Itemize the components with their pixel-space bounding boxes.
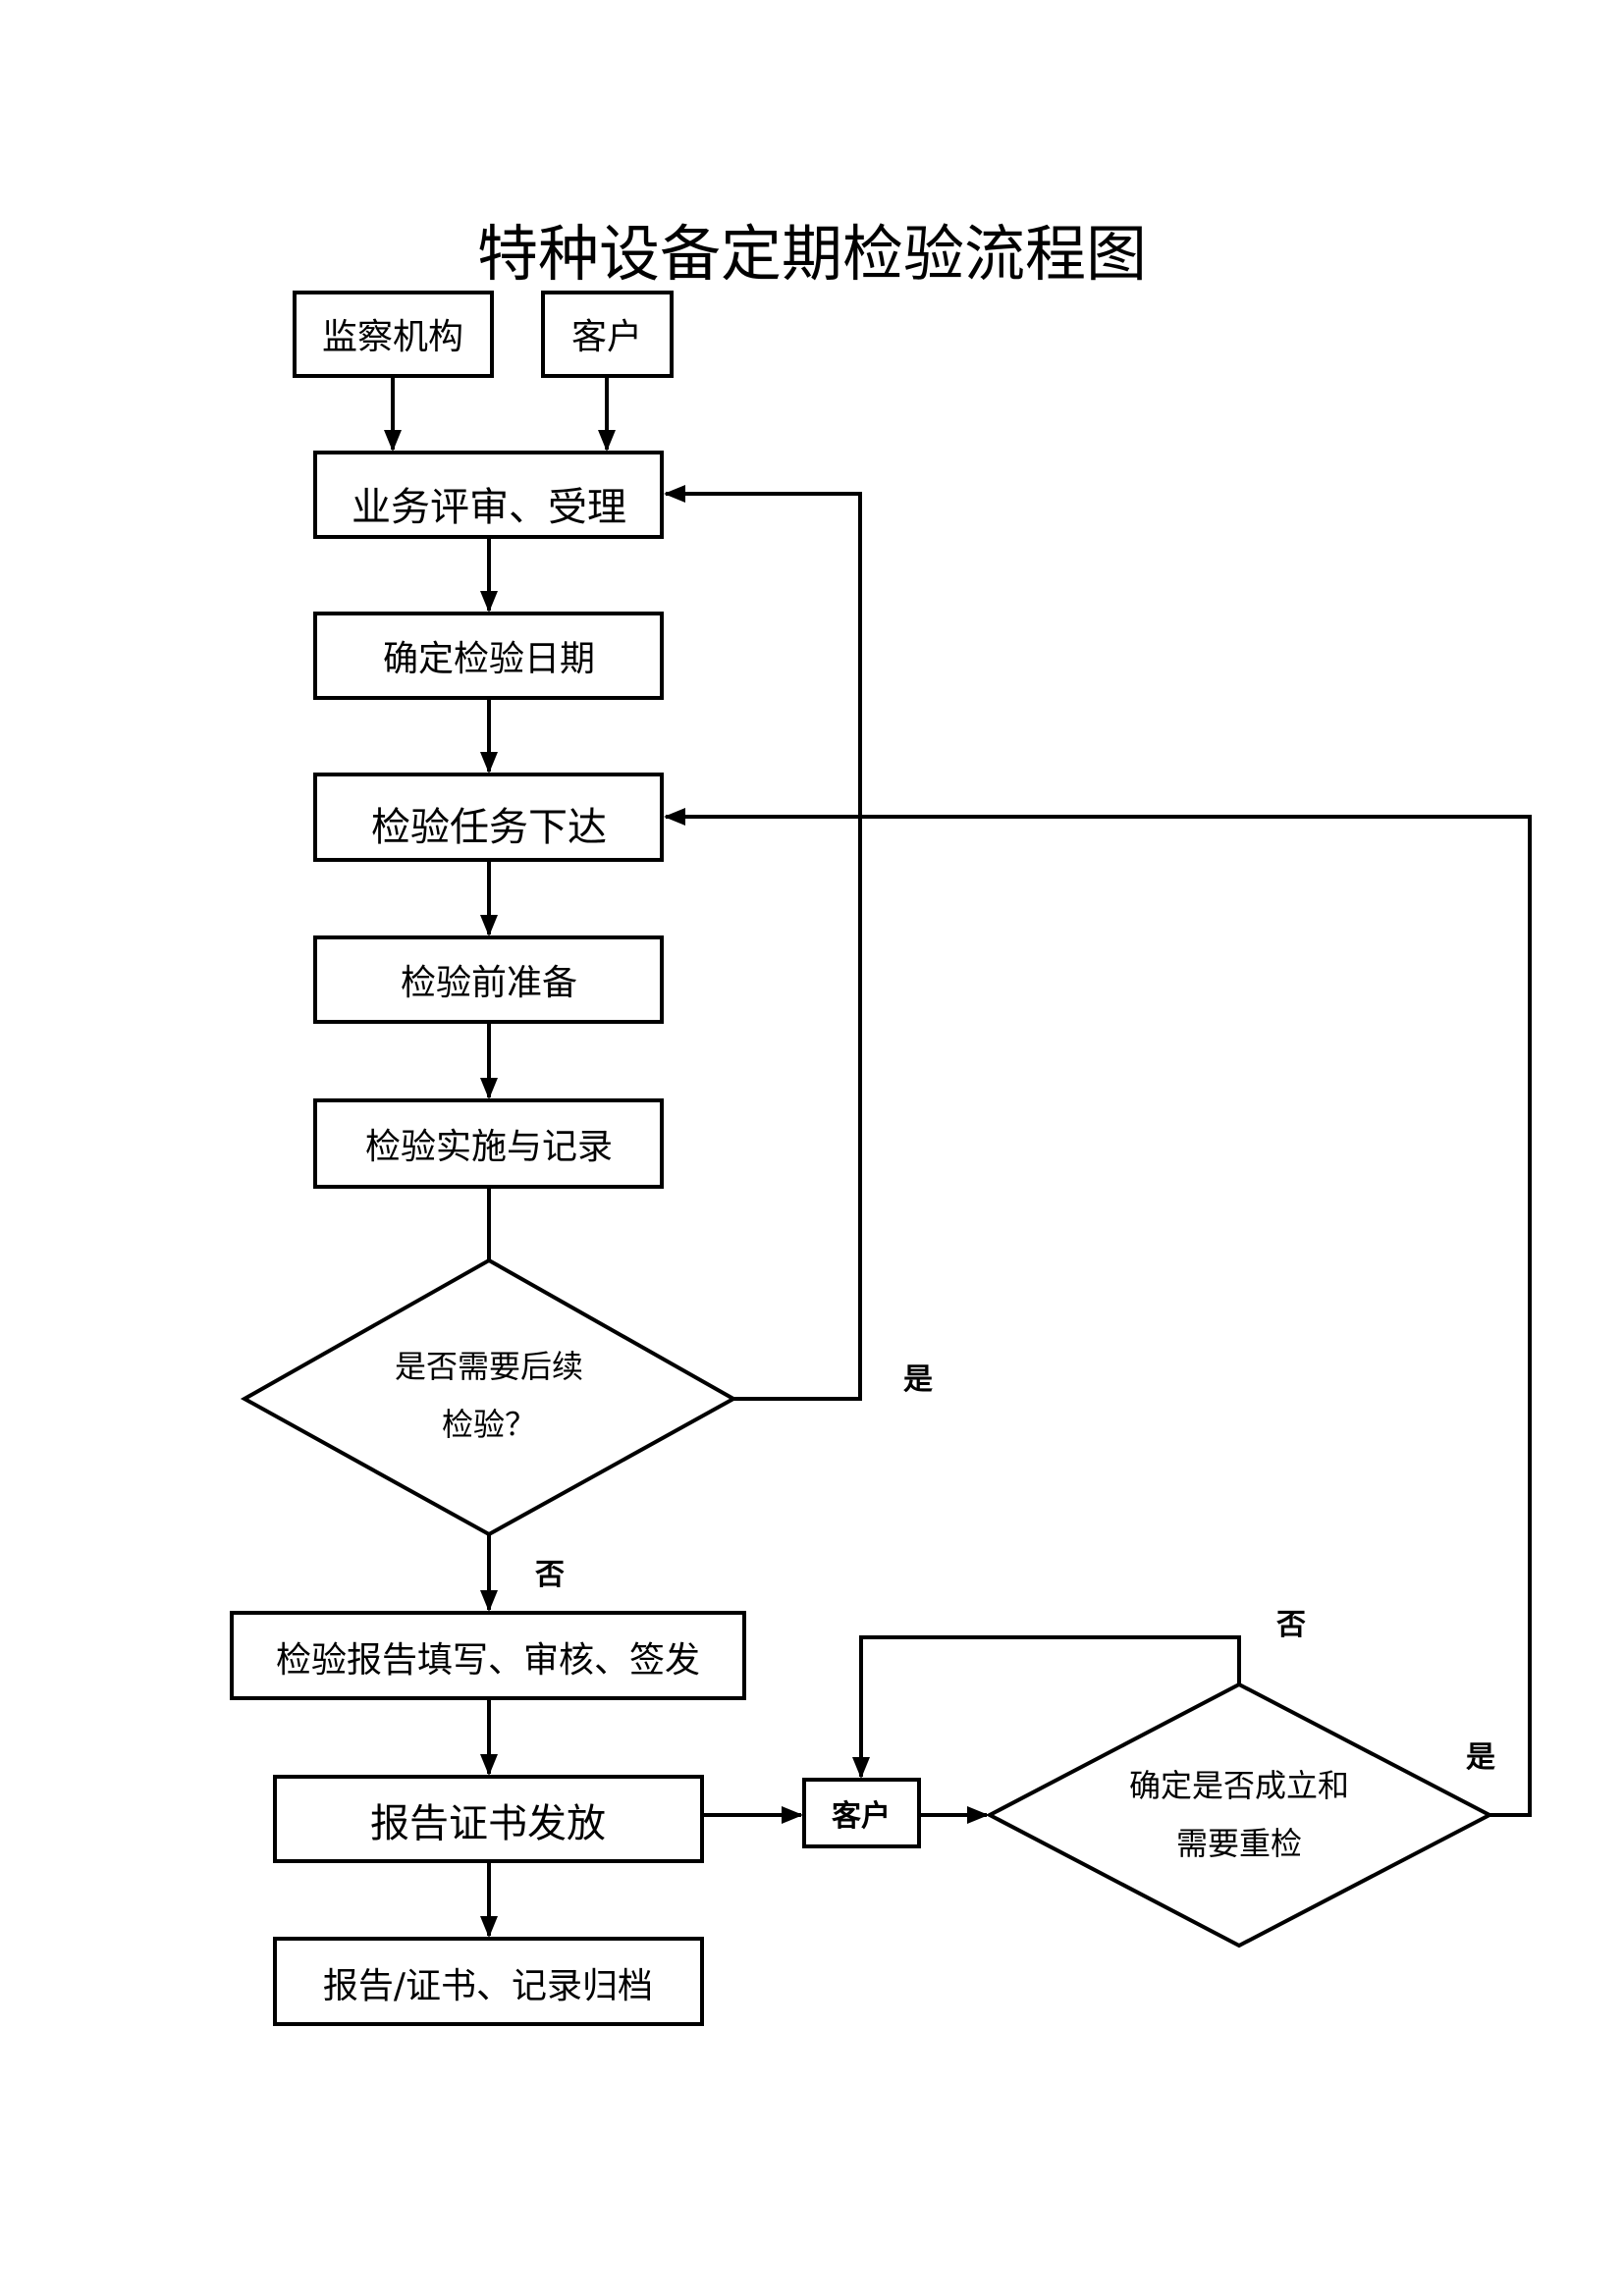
node-decision2: 确定是否成立和 需要重检 <box>985 1682 1494 1949</box>
arrow-decision2-yes-task <box>664 808 1532 1817</box>
node-customer-top: 客户 <box>541 291 674 378</box>
node-date: 确定检验日期 <box>313 612 664 700</box>
label-decision1-no: 否 <box>535 1558 565 1592</box>
node-decision1-line1: 是否需要后续 <box>395 1348 583 1385</box>
node-archive-label: 报告/证书、记录归档 <box>323 1966 653 2006</box>
node-report-label: 检验报告填写、审核、签发 <box>276 1640 700 1681</box>
node-archive: 报告/证书、记录归档 <box>273 1937 704 2026</box>
node-decision2-line1: 确定是否成立和 <box>1129 1767 1349 1804</box>
node-implement-label: 检验实施与记录 <box>365 1127 613 1167</box>
label-decision1-yes: 是 <box>903 1362 933 1397</box>
node-review-label: 业务评审、受理 <box>352 485 626 530</box>
node-decision1-line2: 检验？ <box>442 1406 536 1443</box>
label-decision2-yes: 是 <box>1466 1740 1495 1775</box>
node-decision1: 是否需要后续 检验？ <box>240 1257 738 1537</box>
node-prep: 检验前准备 <box>313 935 664 1024</box>
arrow-decision2-no-customer <box>852 1635 1241 1779</box>
node-customer-mid-label: 客户 <box>832 1799 891 1834</box>
node-issue-label: 报告证书发放 <box>370 1801 606 1846</box>
node-implement: 检验实施与记录 <box>313 1098 664 1189</box>
node-task-label: 检验任务下达 <box>371 805 607 850</box>
node-issue: 报告证书发放 <box>273 1775 704 1863</box>
node-supervisor: 监察机构 <box>293 291 494 378</box>
node-customer-top-label: 客户 <box>571 317 642 357</box>
node-task: 检验任务下达 <box>313 773 664 862</box>
node-review: 业务评审、受理 <box>313 451 664 539</box>
label-decision2-no: 否 <box>1276 1608 1306 1642</box>
node-customer-mid: 客户 <box>802 1778 921 1848</box>
node-supervisor-label: 监察机构 <box>322 317 463 357</box>
node-date-label: 确定检验日期 <box>383 639 595 679</box>
node-decision2-line2: 需要重检 <box>1176 1825 1302 1862</box>
arrow-decision1-yes-review <box>664 485 862 1401</box>
node-report: 检验报告填写、审核、签发 <box>230 1611 746 1700</box>
node-prep-label: 检验前准备 <box>401 963 577 1003</box>
page-title: 特种设备定期检验流程图 <box>477 218 1147 290</box>
